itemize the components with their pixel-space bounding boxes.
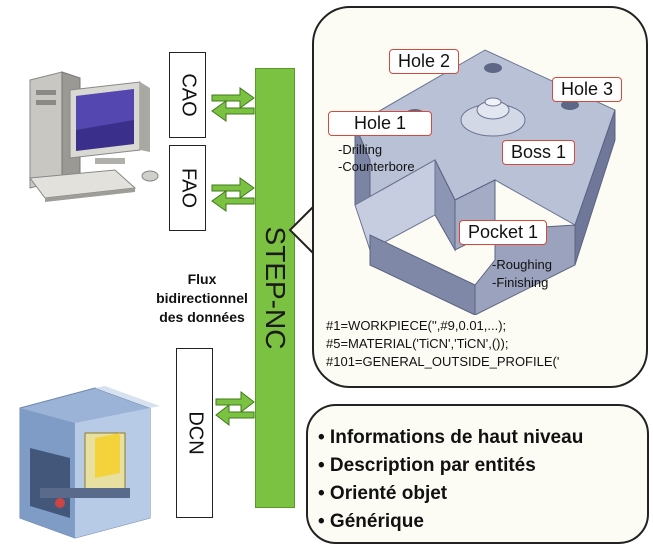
computer-illustration <box>29 71 159 202</box>
dcn-label: DCN <box>184 411 206 455</box>
bullet-3: • Orienté objet <box>318 483 448 504</box>
flux-line-1: Flux <box>187 271 217 287</box>
part-illustration <box>354 49 616 315</box>
hole-2-label: Hole 2 <box>389 49 460 74</box>
step-nc-bar: STEP-NC <box>255 68 295 508</box>
fao-box: FAO <box>169 145 206 231</box>
pocket-1-label: Pocket 1 <box>459 220 548 245</box>
flux-caption: Flux bidirectionnel des données <box>140 270 264 327</box>
bullet-list: • Informations de haut niveau • Descript… <box>318 424 583 536</box>
hole-1-op-counterbore: -Counterbore <box>338 159 415 174</box>
flux-line-2: bidirectionnel <box>156 290 248 306</box>
pocket-1-op-finishing: -Finishing <box>492 275 549 290</box>
dcn-box: DCN <box>176 348 213 518</box>
code-line-2: #5=MATERIAL('TiCN','TiCN',()); <box>326 336 509 351</box>
cnc-machine-illustration <box>19 386 160 539</box>
cao-label: CAO <box>177 73 199 117</box>
bullet-4: • Générique <box>318 511 424 532</box>
dcn-bidirectional-arrows <box>215 390 255 426</box>
flux-line-3: des données <box>159 309 245 325</box>
pocket-1-op-roughing: -Roughing <box>492 257 552 272</box>
cao-box: CAO <box>169 52 206 138</box>
bullet-2: • Description par entités <box>318 455 536 476</box>
hole-1-label: Hole 1 <box>328 111 432 136</box>
cao-bidirectional-arrows <box>211 87 255 122</box>
hole-3-label: Hole 3 <box>552 77 623 102</box>
hole-1-op-drilling: -Drilling <box>338 142 383 157</box>
fao-label: FAO <box>177 167 199 209</box>
code-line-1: #1=WORKPIECE('',#9,0.01,...); <box>326 318 507 333</box>
bullets-bubble <box>306 404 649 544</box>
boss-1-label: Boss 1 <box>502 140 576 165</box>
speech-bubble-pointer <box>288 201 319 259</box>
bullet-1: • Informations de haut niveau <box>318 427 584 448</box>
fao-bidirectional-arrows <box>211 177 255 212</box>
code-line-3: #101=GENERAL_OUTSIDE_PROFILE(' <box>326 354 560 369</box>
